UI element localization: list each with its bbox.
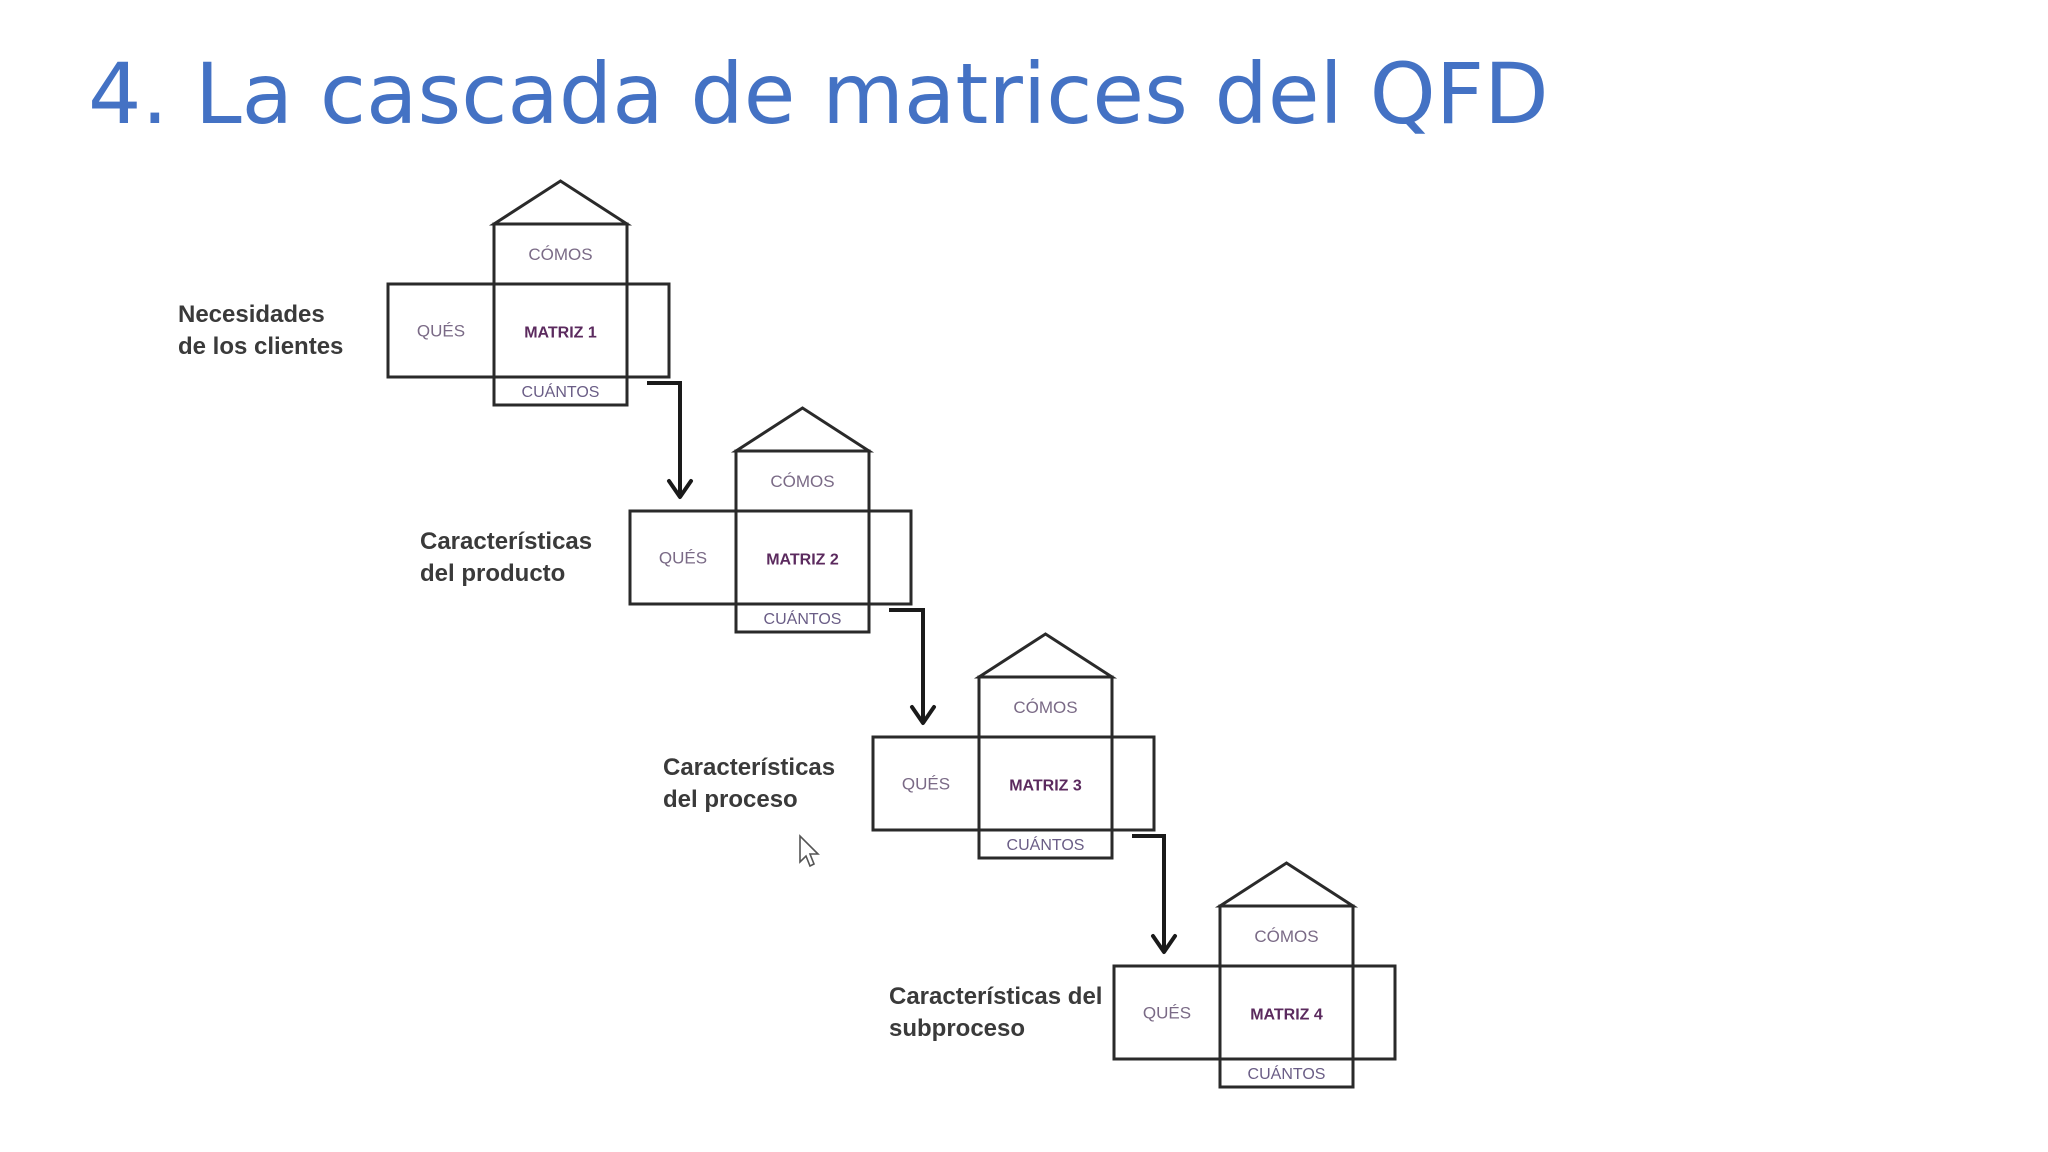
arrow-head <box>1151 934 1177 954</box>
cuantos-cell <box>977 828 1114 860</box>
cascade-arrow <box>1132 834 1177 954</box>
side-label: Características del producto <box>420 528 592 587</box>
main-row <box>628 509 913 606</box>
matrix-name-label: MATRIZ 3 <box>1009 778 1082 795</box>
cuantos-label: CUÁNTOS <box>764 609 842 628</box>
matrix-name-label: MATRIZ 2 <box>766 552 839 569</box>
side-label-line: Características <box>420 528 592 555</box>
cuantos-cell <box>734 602 871 634</box>
comos-label: CÓMOS <box>770 472 834 491</box>
side-label-line: Características del <box>889 983 1102 1010</box>
arrow-head <box>910 705 936 725</box>
side-label: Necesidades de los clientes <box>178 301 343 360</box>
cuantos-label: CUÁNTOS <box>522 382 600 401</box>
side-label: Características del proceso <box>663 754 835 813</box>
matrix-1: CÓMOS QUÉS MATRIZ 1 CUÁNTOS Necesidades de lo… <box>178 179 671 407</box>
comos-cell <box>977 675 1114 739</box>
side-label-line: de los clientes <box>178 333 343 360</box>
cuantos-label: CUÁNTOS <box>1248 1064 1326 1083</box>
comos-cell <box>734 449 871 513</box>
ques-label: QUÉS <box>659 549 707 568</box>
comos-cell <box>492 222 629 286</box>
matrix-name-label: MATRIZ 1 <box>524 325 597 342</box>
cuantos-cell <box>492 375 629 407</box>
ques-label: QUÉS <box>1143 1004 1191 1023</box>
mouse-cursor-icon <box>799 834 820 868</box>
comos-label: CÓMOS <box>1013 698 1077 717</box>
arrow-line <box>1132 834 1166 952</box>
cuantos-label: CUÁNTOS <box>1007 835 1085 854</box>
side-label-line: del producto <box>420 560 565 587</box>
cascade-arrow <box>889 608 936 725</box>
roof-triangle <box>730 406 875 453</box>
side-label-line: Necesidades <box>178 301 325 328</box>
arrow-line <box>647 381 682 497</box>
side-label-line: subproceso <box>889 1015 1025 1042</box>
arrow-line <box>889 608 925 723</box>
matrix-name-label: MATRIZ 4 <box>1250 1007 1323 1024</box>
side-label-line: Características <box>663 754 835 781</box>
roof-triangle <box>1214 861 1359 908</box>
side-label: Características del subproceso <box>889 983 1102 1042</box>
main-row <box>386 282 671 379</box>
comos-label: CÓMOS <box>1254 927 1318 946</box>
ques-label: QUÉS <box>417 322 465 341</box>
side-label-line: del proceso <box>663 786 798 813</box>
cuantos-cell <box>1218 1057 1355 1089</box>
roof-triangle <box>973 632 1118 679</box>
matrix-2: CÓMOS QUÉS MATRIZ 2 CUÁNTOS Características d… <box>420 406 913 634</box>
main-row <box>871 735 1156 832</box>
matrix-3: CÓMOS QUÉS MATRIZ 3 CUÁNTOS Características d… <box>663 632 1156 860</box>
matrix-4: CÓMOS QUÉS MATRIZ 4 CUÁNTOS Características … <box>889 861 1397 1089</box>
arrow-head <box>667 479 693 499</box>
roof-triangle <box>488 179 633 226</box>
main-row <box>1112 964 1397 1061</box>
comos-label: CÓMOS <box>528 245 592 264</box>
ques-label: QUÉS <box>902 775 950 794</box>
arrows-layer <box>647 381 1177 954</box>
slide-title: 4. La cascada de matrices del QFD <box>88 45 1549 143</box>
matrices-layer: CÓMOS QUÉS MATRIZ 1 CUÁNTOS Necesidades de lo… <box>178 179 1397 1089</box>
cascade-arrow <box>647 381 693 499</box>
